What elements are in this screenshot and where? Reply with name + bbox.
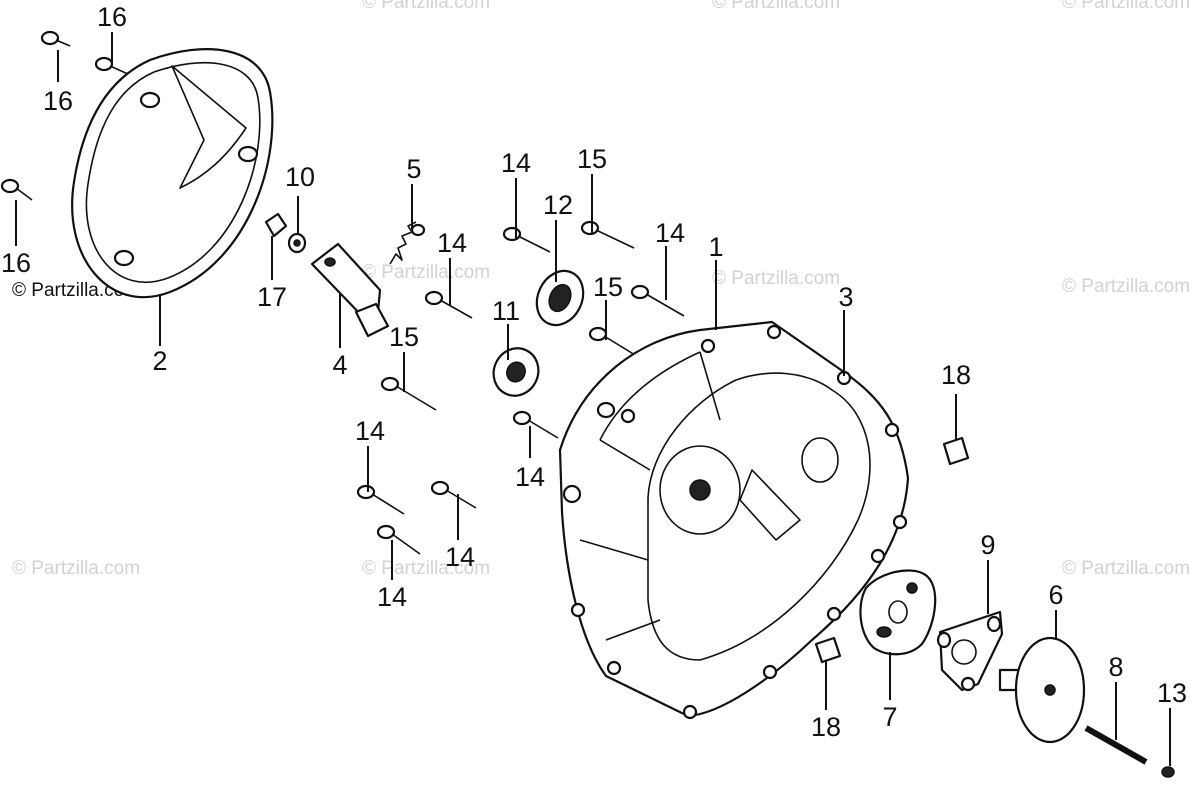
callout-label: 17 [257,282,287,312]
watermark-text: © Partzilla.com [362,558,490,579]
callout-label: 9 [980,530,995,560]
callout-label: 2 [152,346,167,376]
stud-bolt-part [1084,725,1148,765]
callout-label: 14 [501,148,531,178]
callout-label: 15 [577,144,607,174]
callout-label: 14 [377,582,407,612]
callout-label: 15 [593,272,623,302]
arm-part [310,242,390,338]
callout-label: 18 [811,712,841,742]
oil-seal-part [492,347,540,397]
callout-label: 14 [655,218,685,248]
bracket-part [936,610,1004,692]
watermark-text: © Partzilla.com [712,0,840,13]
callout-label: 10 [285,162,315,192]
callout-labels: 16 16 16 2 10 17 5 4 14 15 14 12 15 14 1… [1,2,1187,742]
callout-label: 12 [543,190,573,220]
callout-label: 7 [882,702,897,732]
spring-part [389,221,426,265]
case-cover-part [558,320,910,720]
bolt-part [356,220,685,555]
washer-part [287,232,307,254]
watermark-text: © Partzilla.com [712,268,840,289]
watermark-text: © Partzilla.com [12,558,140,579]
nut-part [264,212,288,238]
callout-label: 16 [43,86,73,116]
leader-lines [15,32,1171,766]
oil-seal-part [535,269,585,327]
plate-part [859,569,937,656]
small-nut-part [1161,766,1175,778]
watermark-text: © Partzilla.com [1062,558,1190,579]
dowel-pin-part [814,436,970,664]
callout-label: 3 [838,282,853,312]
callout-label: 5 [406,154,421,184]
callout-label: 15 [389,322,419,352]
watermark-text: © Partzilla.com [362,0,490,13]
callout-label: 8 [1108,652,1123,682]
callout-label: 14 [445,542,475,572]
callout-label: 13 [1157,678,1187,708]
watermark-text: © Partzilla.com [1062,0,1190,13]
callout-label: 6 [1048,580,1063,610]
callout-label: 16 [1,248,31,278]
callout-label: 11 [492,296,520,326]
callout-label: 14 [355,416,385,446]
callout-label: 1 [708,232,723,262]
callout-label: 4 [332,350,347,380]
callout-label: 14 [437,228,467,258]
cover-ring-part [71,48,274,299]
callout-label: 16 [97,2,127,32]
callout-label: 14 [515,462,545,492]
callout-label: 18 [941,360,971,390]
disc-shaft-part [998,636,1086,744]
watermark-text: © Partzilla.com [1062,276,1190,297]
watermark-text: © Partzilla.com [362,262,490,283]
